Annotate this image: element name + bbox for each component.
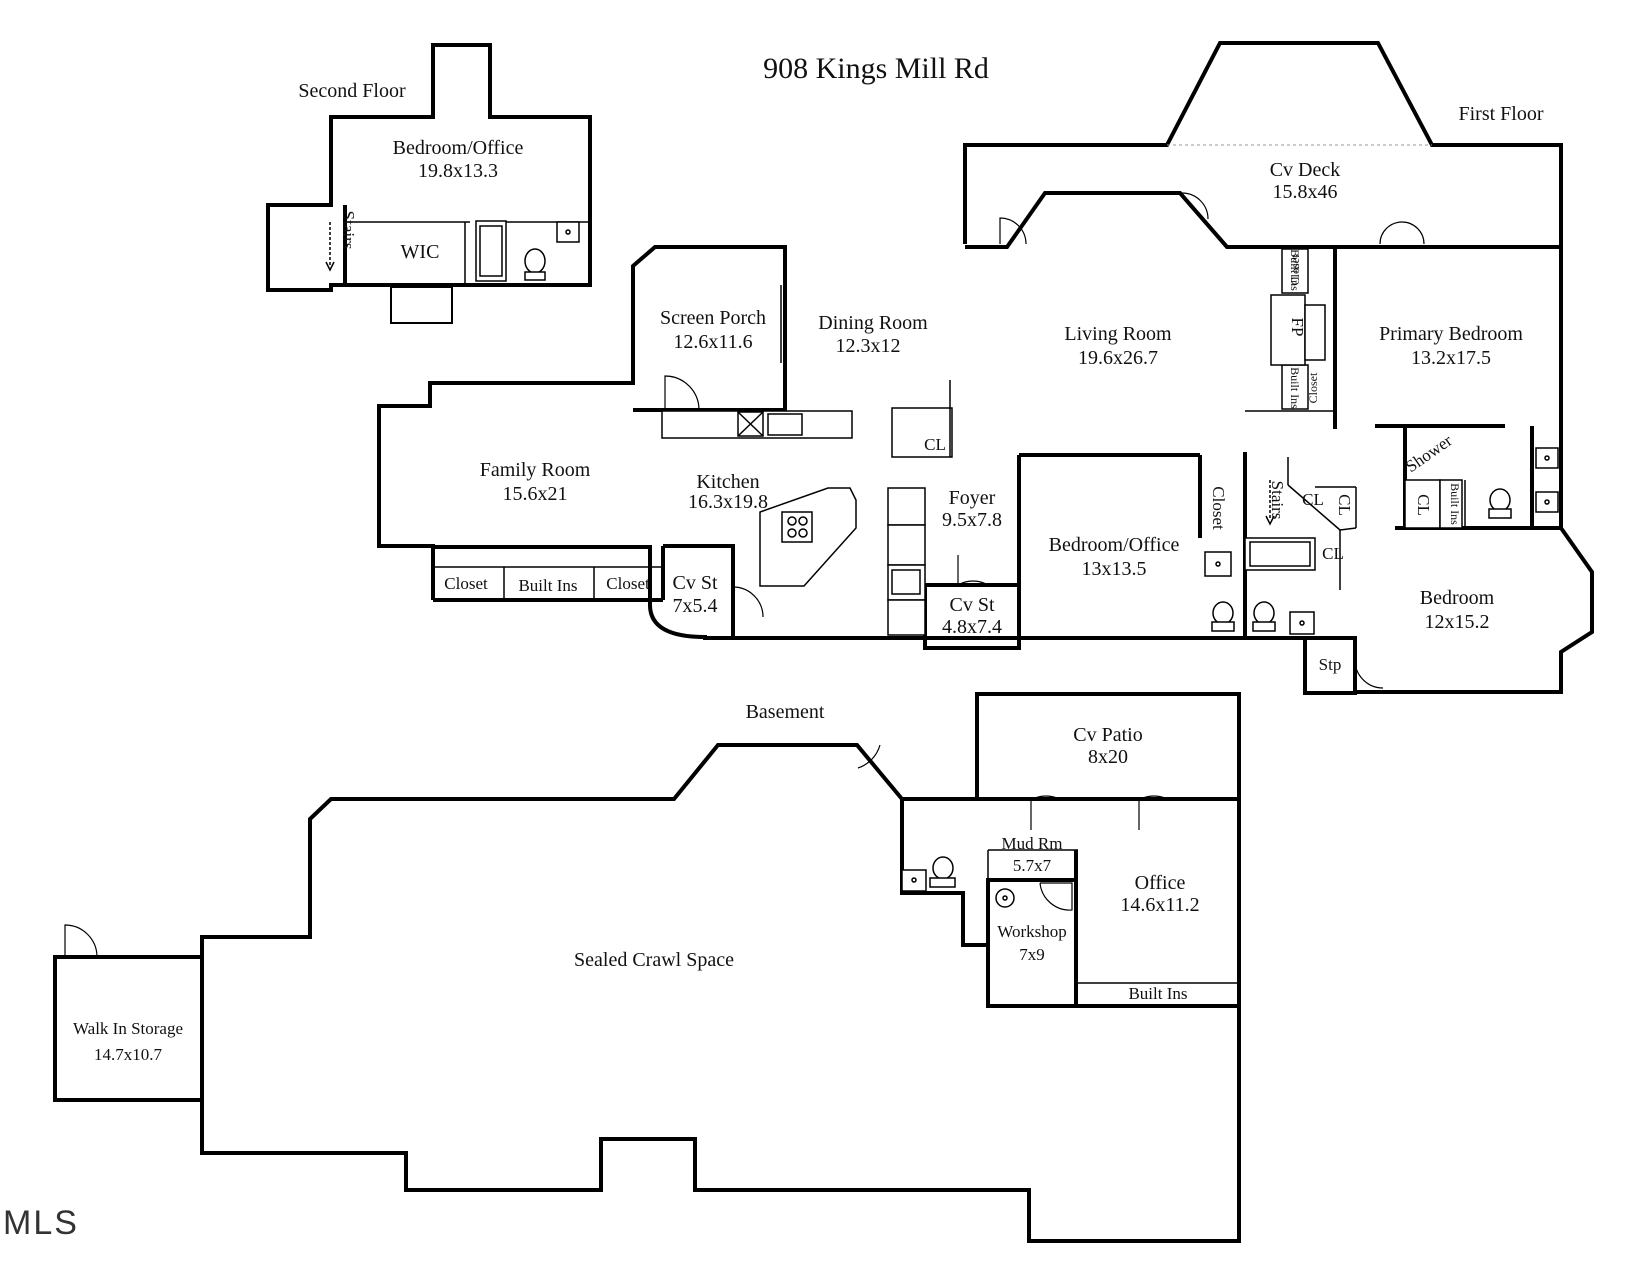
room-screen-porch: Screen Porch: [660, 307, 766, 329]
basement: Cv Patio 8x20 Mud Rm 5.7x7 Office 14.6x1…: [53, 692, 1241, 1243]
room-second-bedroom-office: Bedroom/Office: [393, 137, 524, 159]
label-built-ins-office: Built Ins: [1128, 984, 1187, 1003]
room-cv-deck: Cv Deck: [1270, 159, 1341, 181]
label-stp: Stp: [1319, 655, 1342, 674]
dim-second-bedroom-office: 19.8x13.3: [418, 160, 498, 182]
dim-cv-st-foyer: 4.8x7.4: [942, 616, 1002, 638]
dim-living: 19.6x26.7: [1078, 347, 1158, 369]
dim-screen-porch: 12.6x11.6: [673, 331, 752, 353]
dim-office: 14.6x11.2: [1120, 894, 1199, 916]
label-closet-fp-top: Closet: [1288, 254, 1302, 285]
room-foyer: Foyer: [949, 487, 996, 509]
label-fp: FP: [1288, 318, 1307, 337]
dim-workshop: 7x9: [1019, 945, 1045, 964]
label-built-ins-fp-top: Built Ins: [1288, 249, 1302, 291]
room-walk-in-storage: Walk In Storage: [73, 1019, 183, 1038]
room-office: Office: [1135, 872, 1186, 894]
basement-label: Basement: [746, 701, 825, 723]
dim-dining: 12.3x12: [836, 335, 901, 357]
dim-family: 15.6x21: [503, 483, 568, 505]
room-cv-patio: Cv Patio: [1073, 724, 1142, 746]
label-cl-kitchen: CL: [924, 435, 946, 454]
room-living: Living Room: [1064, 323, 1172, 345]
label-stairs-first: Stairs: [1268, 481, 1287, 520]
room-mud-rm: Mud Rm: [1002, 834, 1063, 853]
room-bedroom: Bedroom: [1420, 587, 1495, 609]
room-wic: WIC: [401, 241, 440, 263]
second-floor-label: Second Floor: [298, 80, 406, 102]
room-workshop: Workshop: [997, 922, 1066, 941]
room-dining: Dining Room: [818, 312, 928, 334]
label-closet-fp-bottom: Closet: [1306, 372, 1320, 403]
label-cl-2: CL: [1322, 544, 1344, 563]
room-sealed-crawl: Sealed Crawl Space: [574, 949, 734, 971]
dim-walk-in-storage: 14.7x10.7: [94, 1045, 163, 1064]
room-family: Family Room: [480, 459, 591, 481]
dim-cv-patio: 8x20: [1088, 746, 1128, 768]
dim-bedroom-office: 13x13.5: [1082, 558, 1147, 580]
dim-bedroom: 12x15.2: [1425, 611, 1490, 633]
dim-cv-st-kitchen: 7x5.4: [673, 595, 718, 617]
first-floor-label: First Floor: [1458, 103, 1543, 125]
plan-title: 908 Kings Mill Rd: [763, 52, 989, 85]
label-built-ins-bath: Built Ins: [1448, 483, 1462, 525]
dim-mud-rm: 5.7x7: [1013, 856, 1052, 875]
dim-kitchen: 16.3x19.8: [688, 491, 768, 513]
label-closet-2: Closet: [606, 574, 650, 593]
room-primary-bedroom: Primary Bedroom: [1379, 323, 1523, 345]
dim-foyer: 9.5x7.8: [942, 509, 1002, 531]
second-floor: Bedroom/Office 19.8x13.3 WIC Stairs: [266, 43, 592, 324]
label-cl-3: CL: [1335, 494, 1354, 516]
label-second-stairs: Stairs: [339, 211, 358, 250]
label-cl-1: CL: [1302, 490, 1324, 509]
label-shower: Shower: [1402, 431, 1456, 477]
room-cv-st-kitchen: Cv St: [672, 572, 717, 594]
label-closet-bedroom: Closet: [1209, 486, 1228, 530]
dim-primary-bedroom: 13.2x17.5: [1411, 347, 1491, 369]
label-cl-4: CL: [1414, 494, 1433, 516]
first-floor: Cv Deck 15.8x46 Screen Porch 12.6x11.6 D…: [377, 41, 1594, 695]
room-cv-st-foyer: Cv St: [949, 594, 994, 616]
label-built-ins-fp-bottom: Built Ins: [1288, 367, 1302, 409]
label-closet-1: Closet: [444, 574, 488, 593]
room-kitchen: Kitchen: [696, 471, 759, 493]
dim-cv-deck: 15.8x46: [1273, 181, 1338, 203]
mls-watermark: MLS: [3, 1204, 79, 1242]
label-built-ins-1: Built Ins: [518, 576, 577, 595]
room-bedroom-office: Bedroom/Office: [1049, 534, 1180, 556]
